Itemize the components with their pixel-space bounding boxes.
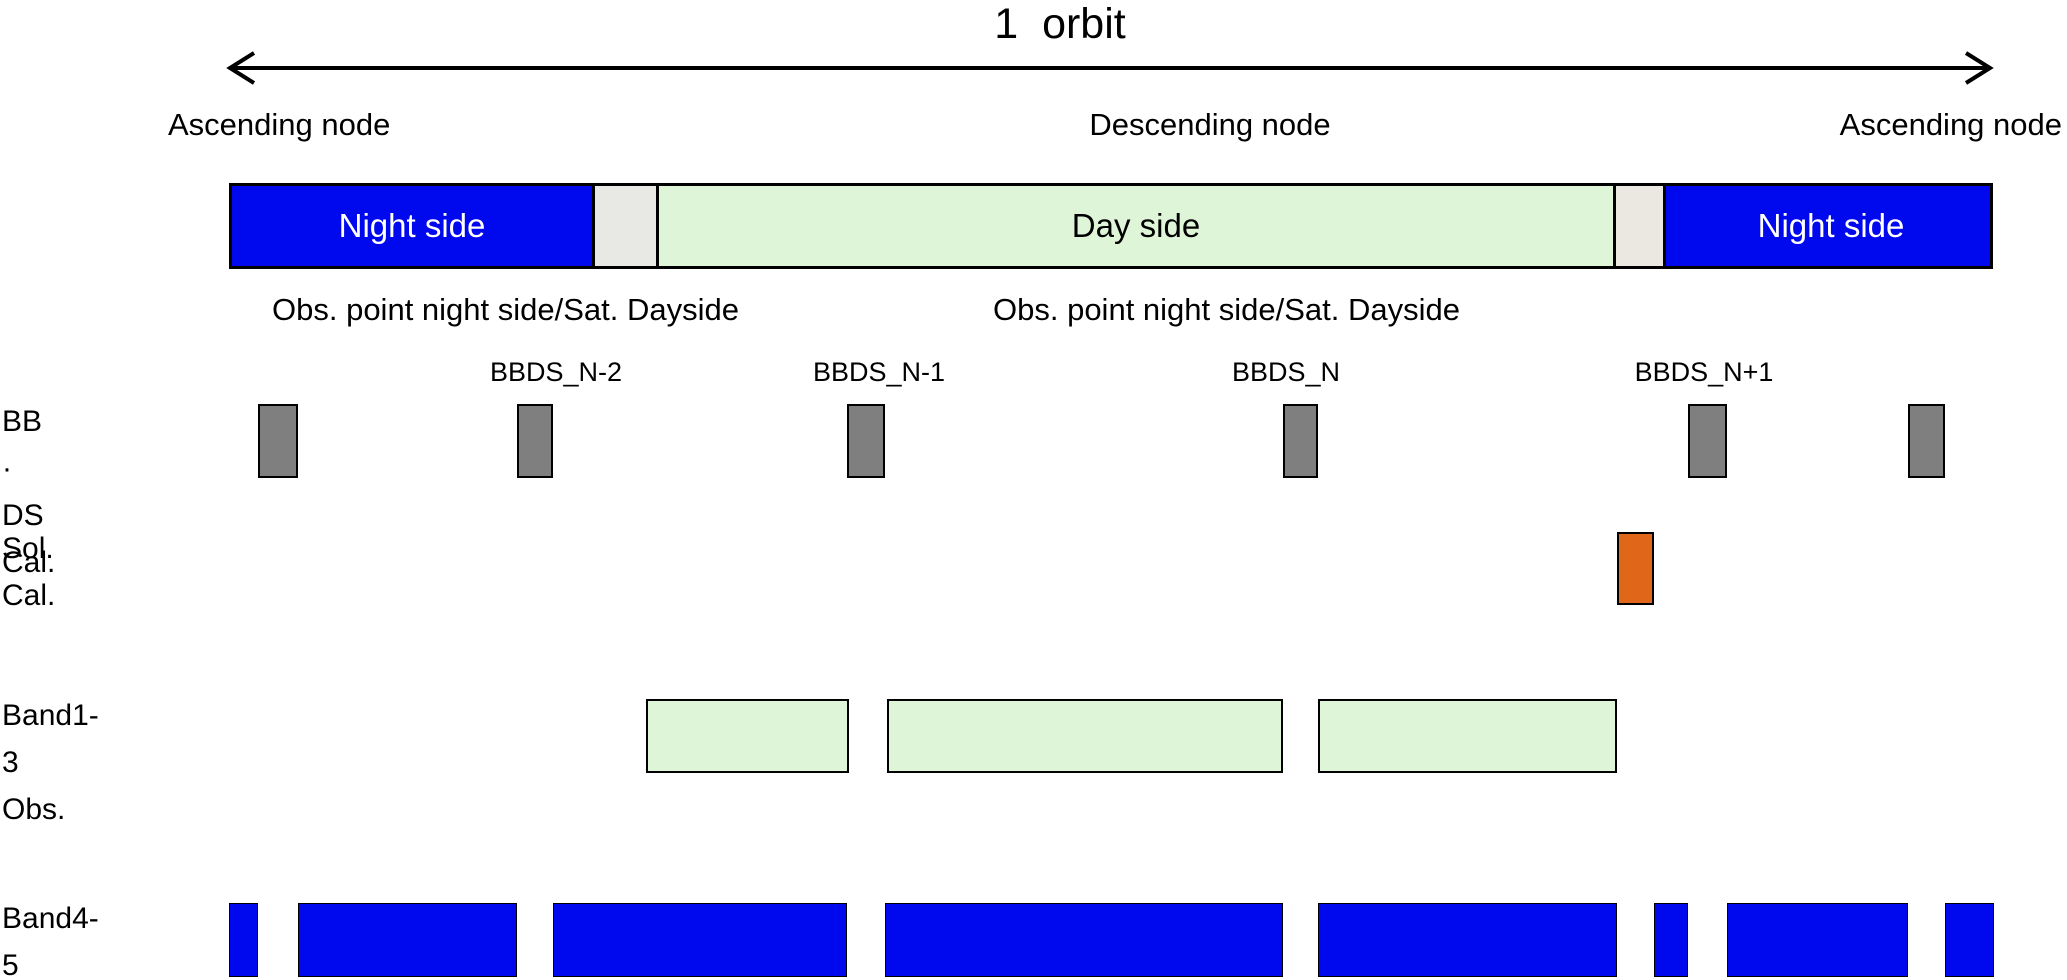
bbds-cal-rect [517, 404, 553, 478]
orbit-bar-segment: Night side [232, 186, 592, 266]
ascending-node-label-left: Ascending node [168, 107, 391, 142]
band4-5-obs-rect [885, 903, 1283, 977]
bbds-event-label: BBDS_N-1 [812, 357, 946, 387]
row-label: Band1-3 Obs. [2, 699, 99, 826]
obs-point-label: Obs. point night side/Sat. Dayside [272, 292, 739, 327]
bbds-cal-rect [1908, 404, 1945, 478]
band4-5-obs-rect [298, 903, 517, 977]
orbit-bar-segment: Day side [656, 186, 1613, 266]
bbds-cal-rect [1283, 404, 1318, 478]
row-label: Band4-5 Obs [2, 902, 99, 980]
descending-node-label: Descending node [1089, 107, 1331, 142]
band4-5-obs-rect [1945, 903, 1994, 977]
orbit-bar-segment [1613, 186, 1663, 266]
band1-3-obs-rect [1318, 699, 1617, 773]
band4-5-obs-rect [1318, 903, 1617, 977]
bbds-cal-rect [1688, 404, 1727, 478]
bbds-event-label: BBDS_N [1231, 357, 1341, 387]
one-orbit-span-arrow [226, 51, 1994, 85]
bbds-cal-rect [847, 404, 885, 478]
band4-5-obs-rect [229, 903, 258, 977]
band1-3-obs-rect [887, 699, 1283, 773]
diagram-title: 1 orbit [994, 0, 1126, 48]
band1-3-obs-rect [646, 699, 849, 773]
row-label: BB · DS Cal. [2, 405, 56, 579]
orbit-bar-segment [592, 186, 656, 266]
bbds-event-label: BBDS_N-2 [489, 357, 623, 387]
obs-point-label: Obs. point night side/Sat. Dayside [993, 292, 1460, 327]
orbit-day-night-bar: Night side Day side Night side [229, 183, 1993, 269]
sol-cal-rect [1617, 532, 1654, 605]
row-label: Sol. Cal. [2, 532, 56, 612]
band4-5-obs-rect [553, 903, 847, 977]
ascending-node-label-right: Ascending node [1839, 107, 2062, 142]
band4-5-obs-rect [1654, 903, 1688, 977]
band4-5-obs-rect [1727, 903, 1908, 977]
orbit-bar-segment: Night side [1663, 186, 1990, 266]
bbds-cal-rect [258, 404, 298, 478]
bbds-event-label: BBDS_N+1 [1634, 357, 1774, 387]
